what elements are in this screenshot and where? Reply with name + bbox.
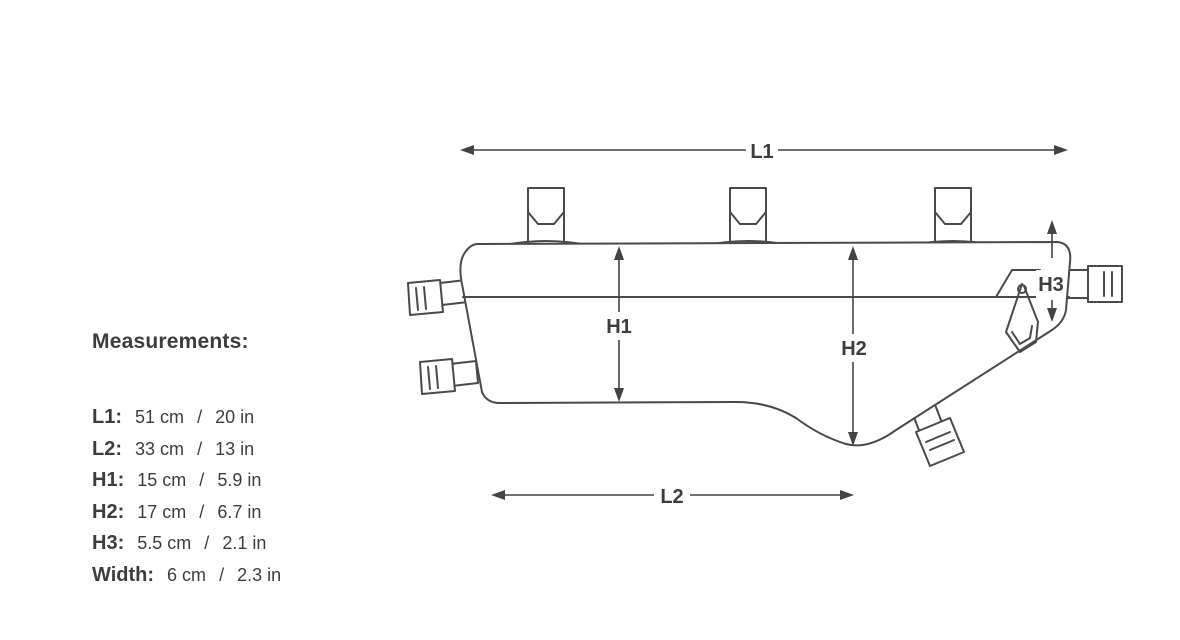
top-strap-left xyxy=(499,187,593,247)
measurement-row-h2: H2: 17 cm / 6.7 in xyxy=(92,497,412,529)
top-strap-middle xyxy=(701,187,795,247)
measurement-imperial: 2.3 in xyxy=(237,564,282,585)
dimension-l1: L1 xyxy=(460,141,1068,163)
buckle-left-lower xyxy=(419,358,479,395)
measurement-key: H3: xyxy=(92,532,125,554)
measurement-metric: 15 cm xyxy=(137,470,187,490)
dimension-label-l1: L1 xyxy=(750,141,773,163)
measurement-separator: / xyxy=(197,438,203,459)
measurement-separator: / xyxy=(219,564,225,585)
measurement-metric: 33 cm xyxy=(135,438,185,459)
measurement-imperial: 6.7 in xyxy=(217,501,262,522)
measurement-separator: / xyxy=(197,407,203,427)
measurement-imperial: 5.9 in xyxy=(217,470,262,490)
measurement-imperial: 2.1 in xyxy=(222,533,267,553)
measurement-row-h1: H1: 15 cm / 5.9 in xyxy=(92,465,412,497)
measurement-separator: / xyxy=(199,501,205,522)
dimension-label-h3: H3 xyxy=(1038,274,1064,296)
measurement-row-l2: L2: 33 cm / 13 in xyxy=(92,434,412,466)
measurement-row-l1: L1: 51 cm / 20 in xyxy=(92,402,412,434)
measurement-imperial: 20 in xyxy=(215,407,255,427)
measurement-metric: 51 cm xyxy=(135,407,185,427)
measurement-row-width: Width: 6 cm / 2.3 in xyxy=(92,560,412,592)
buckle-left-upper xyxy=(407,279,469,316)
measurement-row-h3: H3: 5.5 cm / 2.1 in xyxy=(92,528,412,560)
dimension-h2: H2 xyxy=(834,246,874,446)
measurement-imperial: 13 in xyxy=(215,438,255,459)
measurement-key: L1: xyxy=(92,406,122,428)
measurements-title: Measurements: xyxy=(92,330,249,353)
measurement-separator: / xyxy=(199,470,205,490)
measurement-metric: 5.5 cm xyxy=(137,533,192,553)
top-strap-right xyxy=(906,187,1000,247)
measurement-key: Width: xyxy=(92,563,155,586)
dimension-label-h1: H1 xyxy=(606,316,632,338)
dimension-h1: H1 xyxy=(600,246,638,402)
measurement-key: L2: xyxy=(92,437,122,460)
bag-body xyxy=(459,241,1072,447)
buckle-right xyxy=(1061,265,1123,303)
measurement-metric: 6 cm xyxy=(167,564,207,585)
dimension-label-h2: H2 xyxy=(841,338,867,360)
measurement-separator: / xyxy=(204,533,210,553)
dimension-l2: L2 xyxy=(491,486,854,508)
measurement-key: H2: xyxy=(92,500,125,523)
measurements-panel: Measurements: L1: 51 cm / 20 in L2: 33 c… xyxy=(92,330,412,591)
measurement-key: H1: xyxy=(92,469,125,491)
measurement-metric: 17 cm xyxy=(137,501,187,522)
dimension-h3: H3 xyxy=(1036,220,1066,322)
zipper-pull xyxy=(995,269,1041,353)
dimension-label-l2: L2 xyxy=(660,486,683,508)
